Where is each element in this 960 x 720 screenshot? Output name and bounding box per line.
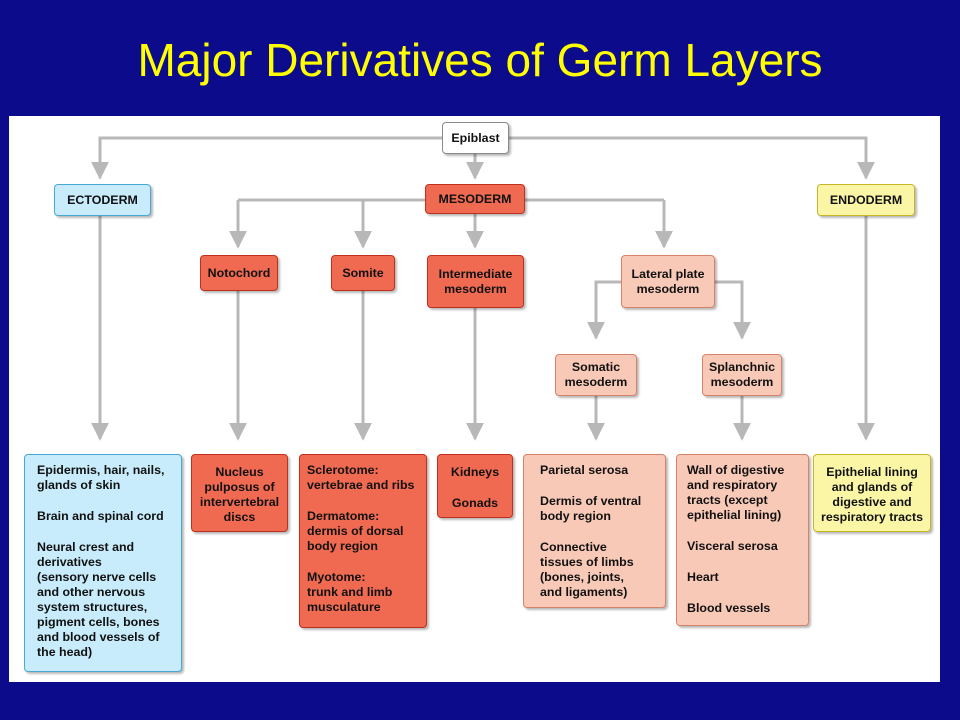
ectoderm-d2-l1: Brain and spinal cord — [37, 509, 164, 523]
somite-d1-l2: vertebrae and ribs — [307, 478, 415, 492]
ectoderm-d1-l1: Epidermis, hair, nails, — [37, 463, 165, 477]
endoderm-d1-l3: digestive and — [832, 495, 912, 509]
node-lateral-line-1: Lateral plate — [631, 266, 705, 281]
derivatives-somatic: Parietal serosa Dermis of ventral body r… — [523, 454, 666, 608]
somatic-d3-l1: Connective — [540, 540, 607, 554]
derivatives-notochord: Nucleus pulposus of intervertebral discs — [191, 454, 288, 532]
node-somatic-line-2: mesoderm — [564, 375, 628, 389]
ectoderm-d3-l2: derivatives — [37, 555, 102, 569]
node-notochord: Notochord — [200, 255, 278, 291]
notochord-d1-l1: Nucleus — [215, 465, 264, 479]
ectoderm-d3-l3: (sensory nerve cells — [37, 570, 157, 584]
node-endoderm-label: ENDODERM — [829, 192, 903, 207]
derivatives-somite: Sclerotome: vertebrae and ribs Dermatome… — [299, 454, 427, 628]
node-endoderm: ENDODERM — [817, 184, 915, 216]
node-ectoderm-label: ECTODERM — [67, 192, 138, 207]
node-somite: Somite — [331, 255, 395, 291]
somite-d3-l2: trunk and limb — [307, 585, 393, 599]
node-lateral-plate-mesoderm: Lateral plate mesoderm — [621, 255, 715, 308]
node-intermediate-line-2: mesoderm — [444, 281, 507, 296]
notochord-d1-l4: discs — [223, 510, 256, 524]
ectoderm-d3-l5: system structures, — [37, 600, 148, 614]
splanchnic-d1-l4: epithelial lining) — [687, 508, 782, 522]
connector-epiblast-ectoderm — [91, 136, 442, 180]
notochord-d1-l2: pulposus of — [204, 480, 275, 494]
node-lateral-line-2: mesoderm — [636, 281, 700, 296]
endoderm-d1-l1: Epithelial lining — [826, 465, 918, 479]
connector-epiblast-endoderm — [509, 136, 875, 180]
ectoderm-d1-l2: glands of skin — [37, 478, 121, 492]
somite-d2-l3: body region — [307, 539, 378, 553]
somatic-d1-l1: Parietal serosa — [540, 463, 629, 477]
ectoderm-d3-l8: the head) — [37, 645, 93, 659]
ectoderm-d3-l1: Neural crest and — [37, 540, 135, 554]
somite-d2-l1: Dermatome: — [307, 509, 380, 523]
splanchnic-d1-l2: and respiratory — [687, 478, 778, 492]
derivatives-ectoderm: Epidermis, hair, nails, glands of skin B… — [24, 454, 182, 672]
somatic-d2-l2: body region — [540, 509, 611, 523]
splanchnic-d1-l3: tracts (except — [687, 493, 768, 507]
notochord-d1-l3: intervertebral — [199, 495, 280, 509]
splanchnic-d1-l1: Wall of digestive — [687, 463, 785, 477]
node-mesoderm-label: MESODERM — [438, 191, 512, 206]
node-intermediate-line-1: Intermediate — [438, 266, 513, 281]
intermediate-d1-l1: Kidneys — [450, 465, 500, 479]
derivatives-intermediate: Kidneys Gonads — [437, 454, 513, 518]
node-splanchnic-mesoderm: Splanchnic mesoderm — [702, 354, 782, 396]
intermediate-d2-l1: Gonads — [451, 496, 499, 510]
node-intermediate-mesoderm: Intermediate mesoderm — [427, 255, 524, 308]
node-epiblast-label: Epiblast — [451, 130, 500, 145]
somite-d1-l1: Sclerotome: — [307, 463, 379, 477]
derivatives-endoderm: Epithelial lining and glands of digestiv… — [813, 454, 931, 532]
somite-d3-l3: musculature — [307, 600, 381, 614]
slide-title: Major Derivatives of Germ Layers — [137, 34, 823, 86]
connector-lateral-somatic — [587, 280, 621, 340]
derivatives-splanchnic: Wall of digestive and respiratory tracts… — [676, 454, 809, 626]
endoderm-d1-l4: respiratory tracts — [821, 510, 923, 524]
node-somatic-mesoderm: Somatic mesoderm — [555, 354, 637, 396]
node-epiblast: Epiblast — [442, 122, 509, 154]
somatic-d3-l2: tissues of limbs — [540, 555, 634, 569]
node-mesoderm: MESODERM — [425, 184, 525, 214]
splanchnic-d3-l1: Heart — [687, 570, 719, 584]
node-splanchnic-line-2: mesoderm — [710, 375, 774, 389]
splanchnic-d2-l1: Visceral serosa — [687, 539, 778, 553]
somite-d3-l1: Myotome: — [307, 570, 366, 584]
splanchnic-d4-l1: Blood vessels — [687, 601, 771, 615]
connector-lines — [91, 136, 875, 441]
somatic-d3-l4: and ligaments) — [540, 585, 628, 599]
ectoderm-d3-l4: and other nervous — [37, 585, 146, 599]
ectoderm-d3-l6: pigment cells, bones — [37, 615, 160, 629]
endoderm-d1-l2: and glands of — [831, 480, 913, 494]
somite-d2-l2: dermis of dorsal — [307, 524, 404, 538]
node-splanchnic-line-1: Splanchnic — [708, 360, 776, 374]
node-notochord-label: Notochord — [207, 265, 271, 280]
diagram-panel: Epiblast ECTODERM MESODERM ENDODERM Noto… — [9, 116, 940, 682]
node-somatic-line-1: Somatic — [571, 360, 621, 374]
ectoderm-d3-l7: and blood vessels of — [37, 630, 160, 644]
node-somite-label: Somite — [342, 265, 384, 280]
node-ectoderm: ECTODERM — [54, 184, 151, 216]
connector-lateral-splanchnic — [715, 280, 751, 340]
somatic-d3-l3: (bones, joints, — [540, 570, 624, 584]
somatic-d2-l1: Dermis of ventral — [540, 494, 642, 508]
